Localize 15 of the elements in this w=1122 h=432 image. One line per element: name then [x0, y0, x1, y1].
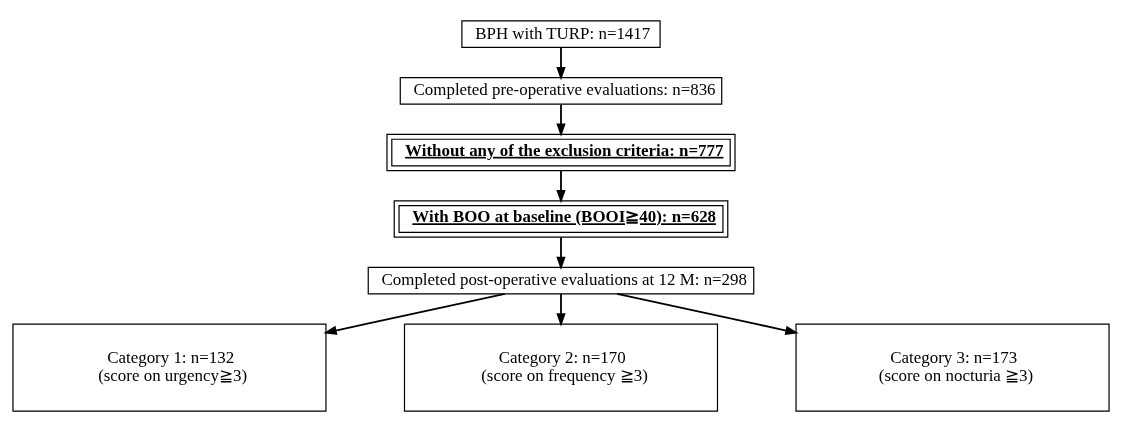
node-box: Without any of the exclusion criteria: n=777: [386, 133, 736, 172]
arrow: [556, 103, 566, 137]
node-box: With BOO at baseline (BOOI≧40): n=628: [393, 200, 729, 238]
node-box: Completed pre-operative evaluations: n=836: [399, 77, 723, 105]
node-box: Category 2: n=170 (score on frequency ≧3): [403, 323, 719, 412]
arrow: [556, 293, 566, 327]
arrow: [616, 293, 799, 335]
node-box: Category 1: n=132 (score on urgency≧3): [12, 323, 327, 412]
node-box: BPH with TURP: n=1417: [461, 20, 661, 49]
node-box: Category 3: n=173 (score on nocturia ≧3): [795, 323, 1110, 412]
arrow: [556, 170, 566, 204]
node-box: Completed post-operative evaluations at 12 M: n=298: [367, 266, 755, 295]
arrow: [323, 293, 506, 335]
arrow: [556, 236, 566, 270]
arrow: [556, 47, 566, 81]
